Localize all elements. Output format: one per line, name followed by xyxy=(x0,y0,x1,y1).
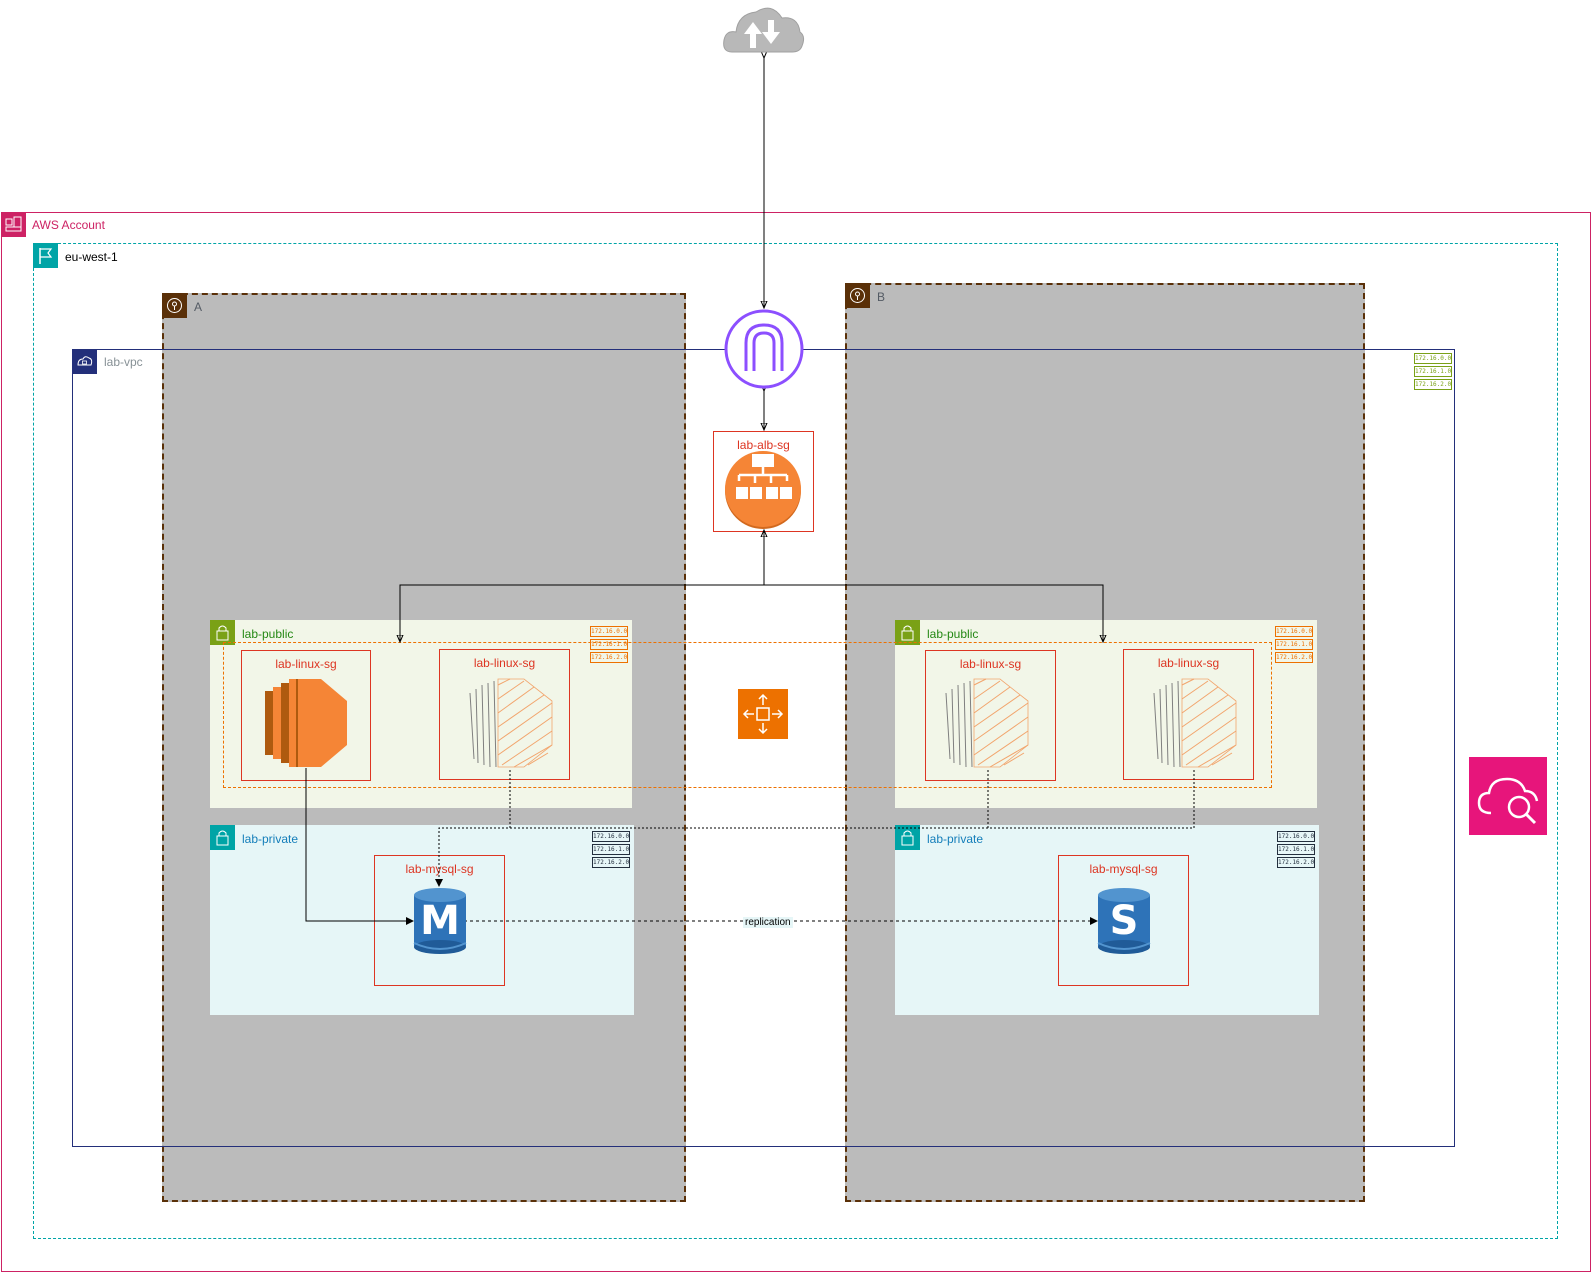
aws-account-group xyxy=(1,212,1591,1272)
db-role-letter: M xyxy=(420,898,460,944)
az-a-label: A xyxy=(194,300,203,314)
vpc-cidr: 172.16.0.0 xyxy=(1414,353,1452,364)
alb-sg-label: lab-alb-sg xyxy=(737,438,790,452)
az-b-label: B xyxy=(877,290,886,304)
account-icon xyxy=(1,212,26,237)
subnet-cidr: 172.16.1.0 xyxy=(1275,639,1313,650)
linux-sg-b2-label: lab-linux-sg xyxy=(1157,656,1220,670)
public-subnet-b-label: lab-public xyxy=(927,627,979,641)
database-icon xyxy=(1097,888,1151,954)
replication-label: replication xyxy=(743,917,793,928)
load-balancer-icon xyxy=(725,451,801,529)
ec2-instance-icon xyxy=(265,679,347,767)
internet-gateway-icon xyxy=(724,309,804,389)
ec2-instance-sketch-icon xyxy=(469,678,553,768)
mysql-sg-b-label: lab-mysql-sg xyxy=(1089,862,1158,876)
subnet-cidr: 172.16.2.0 xyxy=(590,652,628,663)
subnet-cidr: 172.16.1.0 xyxy=(592,844,630,855)
subnet-cidr: 172.16.2.0 xyxy=(592,857,630,868)
vpc-cidr: 172.16.2.0 xyxy=(1414,379,1452,390)
ec2-instance-sketch-icon xyxy=(1153,678,1237,768)
az-a-location-icon xyxy=(162,293,187,318)
public-subnet-a-lock-icon xyxy=(210,620,235,645)
region-flag-icon xyxy=(33,243,58,268)
ec2-instance-sketch-icon xyxy=(945,678,1029,768)
linux-sg-a2-label: lab-linux-sg xyxy=(473,656,536,670)
account-label: AWS Account xyxy=(32,218,105,232)
subnet-cidr: 172.16.2.0 xyxy=(1275,652,1313,663)
region-group xyxy=(33,243,1558,1239)
private-subnet-b-lock-icon xyxy=(895,825,920,850)
az-b-location-icon xyxy=(845,283,870,308)
subnet-cidr: 172.16.0.0 xyxy=(1277,831,1315,842)
vpc-label: lab-vpc xyxy=(104,355,143,369)
linux-sg-a1-label: lab-linux-sg xyxy=(275,657,337,671)
subnet-cidr: 172.16.1.0 xyxy=(1277,844,1315,855)
region-label: eu-west-1 xyxy=(65,250,118,264)
rds-standby-db: S xyxy=(1097,887,1151,955)
public-subnet-a-label: lab-public xyxy=(242,627,294,641)
subnet-cidr: 172.16.0.0 xyxy=(1275,626,1313,637)
rds-master-db: M xyxy=(413,887,467,955)
internet-cloud-icon xyxy=(723,7,805,53)
cloudwatch-icon xyxy=(1469,757,1547,835)
vpc-cidr: 172.16.1.0 xyxy=(1414,366,1452,377)
subnet-cidr: 172.16.0.0 xyxy=(592,831,630,842)
private-subnet-a-lock-icon xyxy=(210,825,235,850)
linux-sg-b1-label: lab-linux-sg xyxy=(959,657,1022,671)
private-subnet-a-label: lab-private xyxy=(242,832,299,846)
auto-scaling-icon xyxy=(738,689,788,739)
vpc-icon xyxy=(72,349,97,374)
mysql-sg-a-label: lab-mysql-sg xyxy=(405,862,474,876)
subnet-cidr: 172.16.0.0 xyxy=(590,626,628,637)
database-icon xyxy=(413,888,467,954)
private-subnet-b-label: lab-private xyxy=(927,832,984,846)
subnet-cidr: 172.16.2.0 xyxy=(1277,857,1315,868)
db-role-letter: S xyxy=(1109,898,1139,944)
